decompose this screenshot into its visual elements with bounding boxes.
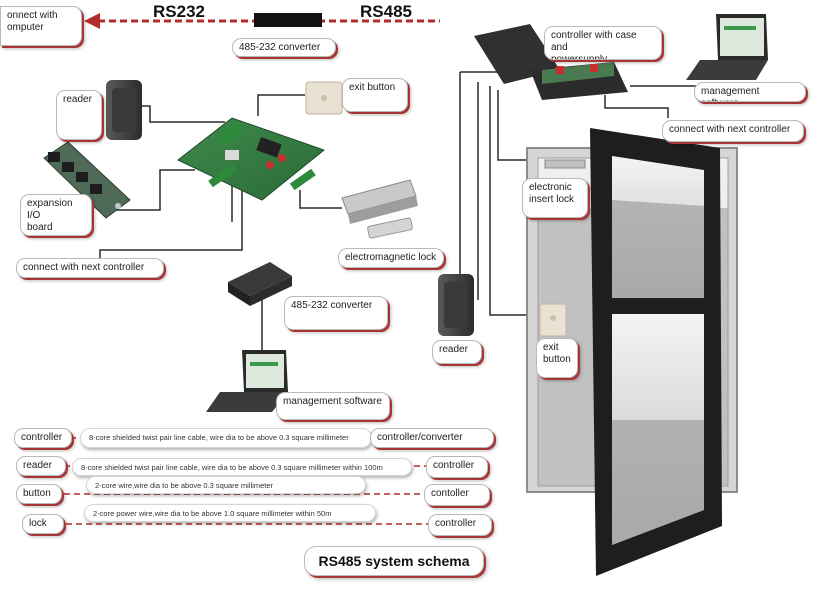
wiring-row-4-spec: 2-core power wire,wire dia to be above 1… [84, 504, 376, 522]
exit-button-device [305, 81, 343, 115]
wiring-row-4-left: lock [22, 514, 64, 534]
mgmt-software-right-label: management software [694, 82, 806, 102]
converter-top-label: 485-232 converter [232, 38, 336, 57]
wiring-row-2-spec: 8-core shielded twist pair line cable, w… [72, 458, 412, 476]
schema-title: RS485 system schema [304, 546, 484, 576]
converter-device [228, 262, 292, 306]
exit-button-label: exit button [342, 78, 408, 112]
rs485-label: RS485 [360, 2, 412, 21]
reader-device-door [438, 274, 474, 336]
rs232-label: RS232 [153, 2, 205, 21]
mgmt-software-left-label: management software [276, 392, 390, 420]
reader-device-top [106, 80, 142, 140]
exit-button-door [539, 303, 567, 337]
left-wiring [99, 94, 342, 360]
expansion-board-label: expansion I/O board [20, 194, 92, 236]
wiring-row-1-left: controller [14, 428, 72, 448]
electronic-lock-label: electronic insert lock [522, 178, 588, 218]
next-controller-right-label: connect with next controller [662, 120, 804, 142]
wiring-row-1-spec: 8-core shielded twist pair line cable, w… [80, 428, 372, 448]
controller-case-label: controller with case and powersupply [544, 26, 662, 60]
wiring-row-2-left: reader [16, 456, 66, 476]
open-door [590, 128, 722, 576]
wiring-row-3-left: button [16, 484, 62, 504]
controller-board [177, 117, 326, 201]
laptop-right [686, 14, 768, 80]
wiring-row-3-spec: 2-core wire,wire dia to be above 0.3 squ… [86, 476, 366, 494]
wiring-row-1-right: controller/converter [370, 428, 494, 448]
reader-top-label: reader [56, 90, 102, 140]
wiring-row-4-right: controller [428, 514, 492, 536]
laptop-left [206, 350, 288, 412]
reader-door-label: reader [432, 340, 482, 364]
expansion-board-device [43, 141, 131, 219]
connect-computer-label: onnect with omputer [0, 6, 82, 46]
em-lock-label: electromagnetic lock [338, 248, 444, 268]
em-lock-device [341, 179, 418, 239]
next-controller-left-label: connect with next controller [16, 258, 164, 278]
exit-button-door-label: exit button [536, 338, 578, 378]
wiring-row-3-right: contoller [424, 484, 490, 506]
wiring-row-2-right: controller [426, 456, 488, 478]
converter-mid-label: 485-232 converter [284, 296, 388, 330]
converter-bar [254, 13, 322, 27]
controller-case-device [474, 24, 628, 100]
